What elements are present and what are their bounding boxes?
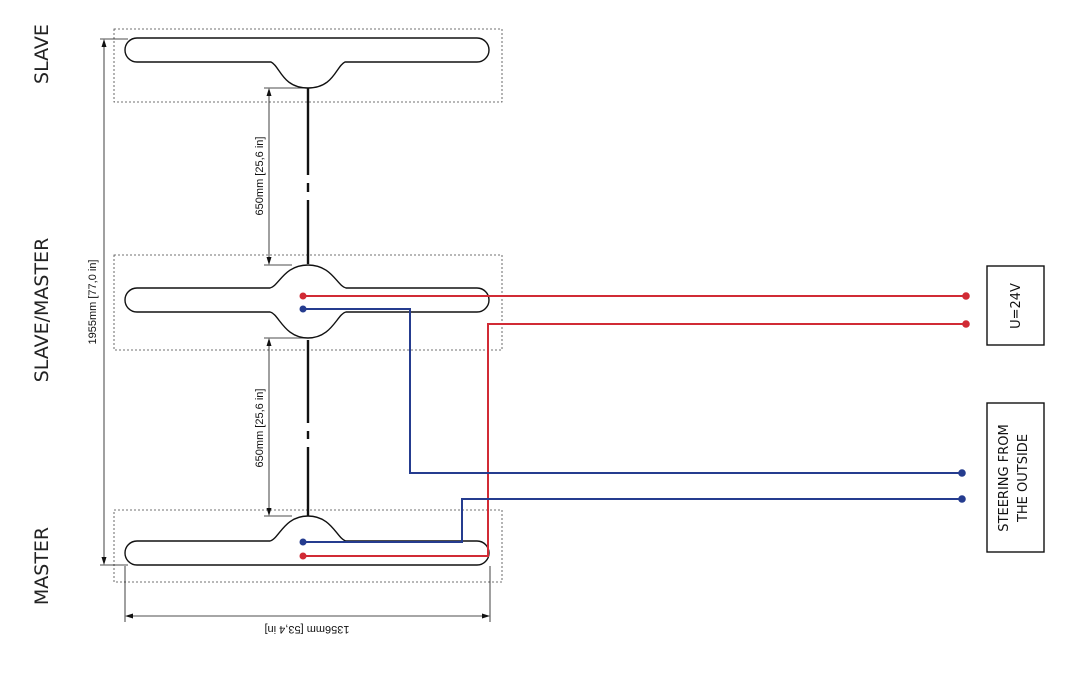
slave-master-unit-shape: [124, 264, 490, 339]
power-terminal-supply-2: [962, 320, 970, 328]
steering-label-line2: THE OUTSIDE: [1016, 434, 1031, 523]
power-terminal-supply-1: [962, 292, 970, 300]
height-dimension: [100, 38, 128, 566]
steering-label-line1: STEERING FROM: [997, 424, 1012, 531]
steering-box: [986, 402, 1045, 553]
power-wire-bottom: [303, 323, 966, 557]
width-dimension: [124, 566, 491, 622]
unit-label-slave-master: SLAVE/MASTER: [31, 238, 53, 383]
steering-wires: [299, 305, 966, 546]
power-wires: [299, 292, 970, 560]
height-dimension-label: 1955mm [77,0 in]: [87, 260, 99, 345]
slave-unit-shape: [124, 37, 490, 89]
unit-label-master: MASTER: [31, 527, 53, 605]
steering-terminal-master: [299, 538, 307, 546]
steering-wire-top: [303, 308, 962, 474]
steering-wire-bottom: [303, 498, 962, 543]
unit-label-slave: SLAVE: [31, 24, 53, 84]
upper-spacing-label: 650mm [25,6 in]: [254, 137, 266, 216]
steering-terminal-slave-master: [299, 305, 307, 313]
lower-spacing-label: 650mm [25,6 in]: [254, 389, 266, 468]
power-supply-label: U=24V: [1009, 283, 1024, 329]
steering-terminal-external-2: [958, 495, 966, 503]
power-terminal-master: [299, 552, 307, 560]
lower-spacing-dimension: [264, 337, 306, 517]
slave-boundary: [113, 28, 503, 103]
master-unit-shape: [124, 515, 490, 566]
upper-spacing-dimension: [264, 87, 306, 266]
steering-terminal-external-1: [958, 469, 966, 477]
width-dimension-label: 1356mm [53,4 in]: [265, 623, 350, 635]
power-supply-box: [986, 265, 1045, 346]
power-terminal-slave-master: [299, 292, 307, 300]
